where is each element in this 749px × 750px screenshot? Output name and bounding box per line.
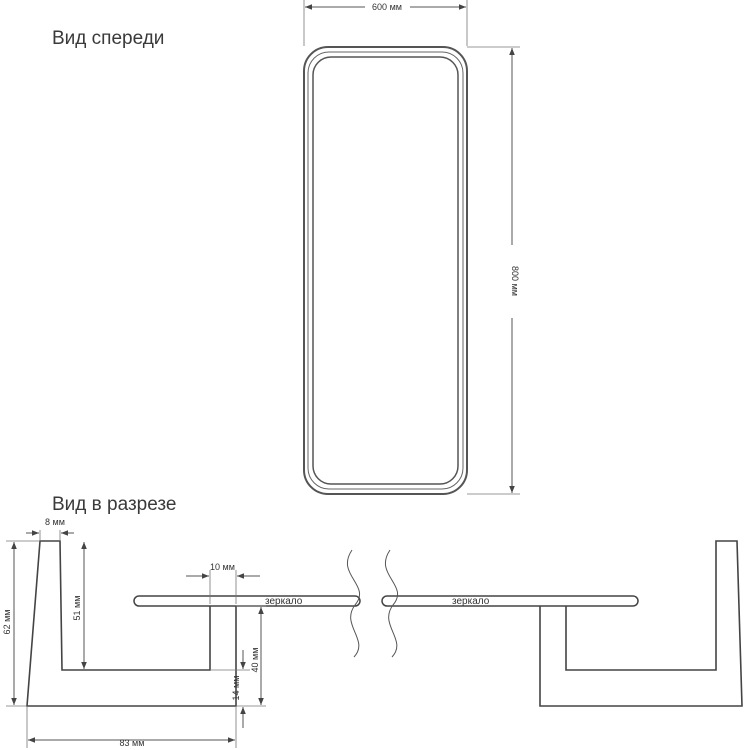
total-height-label: 62 мм	[2, 610, 12, 635]
width-label: 600 мм	[372, 2, 402, 12]
depth-label: 83 мм	[120, 738, 145, 748]
base-dimension: 14 мм	[210, 650, 250, 728]
wall-dimension: 8 мм	[26, 517, 74, 541]
front-view-mirror	[303, 46, 468, 495]
break-lines	[346, 549, 399, 658]
base-label: 14 мм	[231, 676, 241, 701]
mirror-glass-right	[381, 595, 639, 607]
depth-dimension: 83 мм	[26, 706, 237, 748]
frame-profile-right	[539, 540, 743, 707]
frame-profile-left	[26, 540, 237, 707]
total-height-dimension: 62 мм	[2, 540, 40, 707]
width-dimension: 600 мм	[303, 0, 468, 46]
height-label: 800 мм	[510, 266, 520, 296]
mirror-glass-left	[133, 595, 361, 607]
front-view-title: Вид спереди	[52, 28, 164, 49]
mirror-label-left: зеркало	[265, 596, 303, 607]
inner-height-dimension: 51 мм	[72, 542, 87, 669]
height-dimension: 800 мм	[467, 46, 520, 495]
step-height-label: 40 мм	[250, 648, 260, 673]
mirror-label-right: зеркало	[452, 596, 490, 607]
inner-height-label: 51 мм	[72, 596, 82, 621]
gap-dimension: 10 мм	[186, 562, 260, 604]
step-height-dimension: 40 мм	[236, 605, 266, 707]
gap-label: 10 мм	[210, 562, 235, 572]
section-view-title: Вид в разрезе	[52, 494, 176, 515]
wall-label: 8 мм	[45, 517, 65, 527]
